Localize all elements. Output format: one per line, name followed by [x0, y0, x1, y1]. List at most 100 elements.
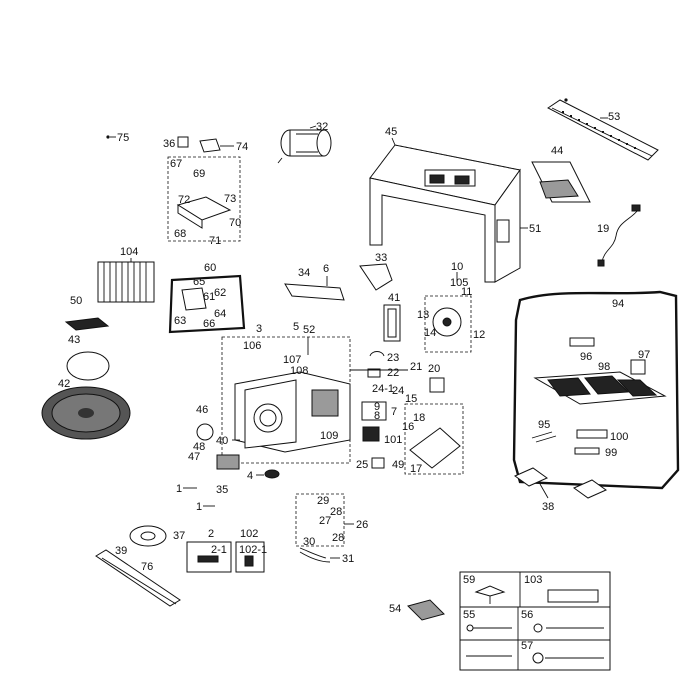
label-72: 72: [178, 194, 190, 206]
part-46: 46 48 47: [188, 404, 214, 463]
label-2: 2: [208, 528, 214, 540]
label-30: 30: [303, 536, 315, 548]
label-28b: 28: [332, 532, 344, 544]
part-1a: 1: [176, 483, 197, 495]
label-42: 42: [58, 378, 70, 390]
label-53: 53: [608, 111, 620, 123]
label-61: 61: [203, 291, 215, 303]
label-73: 73: [224, 193, 236, 205]
label-107: 107: [283, 354, 301, 366]
part-60-hood-assembly: 60 65 61 62 63 64 66: [168, 262, 246, 334]
part-102: 102 102-1: [235, 528, 267, 573]
table-cell-56: 56: [521, 609, 533, 621]
label-74: 74: [236, 141, 248, 153]
part-54: 54: [389, 599, 445, 621]
label-44: 44: [551, 145, 563, 157]
label-65: 65: [193, 276, 205, 288]
part-53-vent-grille: 53: [547, 98, 659, 161]
label-34: 34: [298, 267, 310, 279]
label-13: 13: [417, 309, 429, 321]
part-23: 23: [369, 351, 399, 364]
label-10: 10: [451, 261, 463, 273]
label-75: 75: [117, 132, 129, 144]
label-62: 62: [214, 287, 226, 299]
part-38: 38: [513, 467, 608, 513]
part-50: 50: [64, 295, 110, 331]
label-46: 46: [196, 404, 208, 416]
table-cell-57: 57: [521, 640, 533, 652]
part-22: 22 21 24-1 24: [350, 361, 422, 397]
label-69: 69: [193, 168, 205, 180]
label-71: 71: [209, 235, 221, 247]
label-49: 49: [392, 459, 404, 471]
label-8: 8: [374, 410, 380, 422]
label-33: 33: [375, 252, 387, 264]
label-31: 31: [342, 553, 354, 565]
part-33: 33: [359, 252, 393, 291]
label-1a: 1: [176, 483, 182, 495]
label-96: 96: [580, 351, 592, 363]
table-cell-103: 103: [524, 574, 542, 586]
part-25: 25 49: [356, 457, 404, 471]
label-38: 38: [542, 501, 554, 513]
label-60: 60: [204, 262, 216, 274]
label-64: 64: [214, 308, 226, 320]
label-4: 4: [247, 470, 253, 482]
label-1b: 1: [196, 501, 202, 513]
label-29: 29: [317, 495, 329, 507]
label-32: 32: [316, 121, 328, 133]
label-7: 7: [391, 406, 397, 418]
label-16: 16: [402, 421, 414, 433]
label-18: 18: [413, 412, 425, 424]
label-21: 21: [410, 361, 422, 373]
label-50: 50: [70, 295, 82, 307]
part-7: 9 8 7: [361, 401, 397, 422]
part-94-door-assembly: 94 96 97 98 95 100 99: [512, 290, 680, 490]
label-39: 39: [115, 545, 127, 557]
label-24-1: 24-1: [372, 383, 394, 395]
table-cell-55: 55: [463, 609, 475, 621]
label-70: 70: [229, 217, 241, 229]
label-37: 37: [173, 530, 185, 542]
label-40: 40: [216, 435, 228, 447]
label-99: 99: [605, 447, 617, 459]
label-106: 106: [243, 340, 261, 352]
label-105: 105: [450, 277, 468, 289]
label-41: 41: [388, 292, 400, 304]
part-67-control-assembly: 67 69 72 73 70 68 71: [167, 156, 241, 247]
label-24: 24: [392, 385, 404, 397]
label-108: 108: [290, 365, 308, 377]
label-5: 5: [293, 321, 299, 333]
label-67: 67: [170, 158, 182, 170]
part-101-transformer: 101: [362, 426, 402, 446]
label-48: 48: [193, 441, 205, 453]
label-20: 20: [428, 363, 440, 375]
label-100: 100: [610, 431, 628, 443]
part-3-cavity-assembly: 3 106 5 52 107 108 109 40: [216, 321, 351, 464]
part-76-trim: 76: [95, 549, 181, 607]
label-36: 36: [163, 138, 175, 150]
part-4: 4: [247, 469, 280, 482]
part-42-turntable: 42: [41, 378, 131, 440]
label-104: 104: [120, 246, 138, 258]
label-98: 98: [598, 361, 610, 373]
part-35: 35: [216, 454, 240, 496]
part-34: 34 6: [284, 263, 345, 301]
label-51: 51: [529, 223, 541, 235]
label-3: 3: [256, 323, 262, 335]
part-104-grease-filter: 104: [97, 246, 155, 303]
label-26: 26: [356, 519, 368, 531]
part-19-power-cord: 19: [597, 204, 641, 267]
part-44: 44: [531, 145, 591, 203]
label-43: 43: [68, 334, 80, 346]
label-101: 101: [384, 434, 402, 446]
part-26-magnetron-assembly: 29 28 27 30 28 26 31: [295, 493, 368, 565]
label-94: 94: [612, 298, 624, 310]
label-12: 12: [473, 329, 485, 341]
label-45: 45: [385, 126, 397, 138]
part-10-fan-assembly: 10 105 11 13 14 12: [417, 261, 485, 353]
label-54: 54: [389, 603, 401, 615]
label-68: 68: [174, 228, 186, 240]
label-95: 95: [538, 419, 550, 431]
